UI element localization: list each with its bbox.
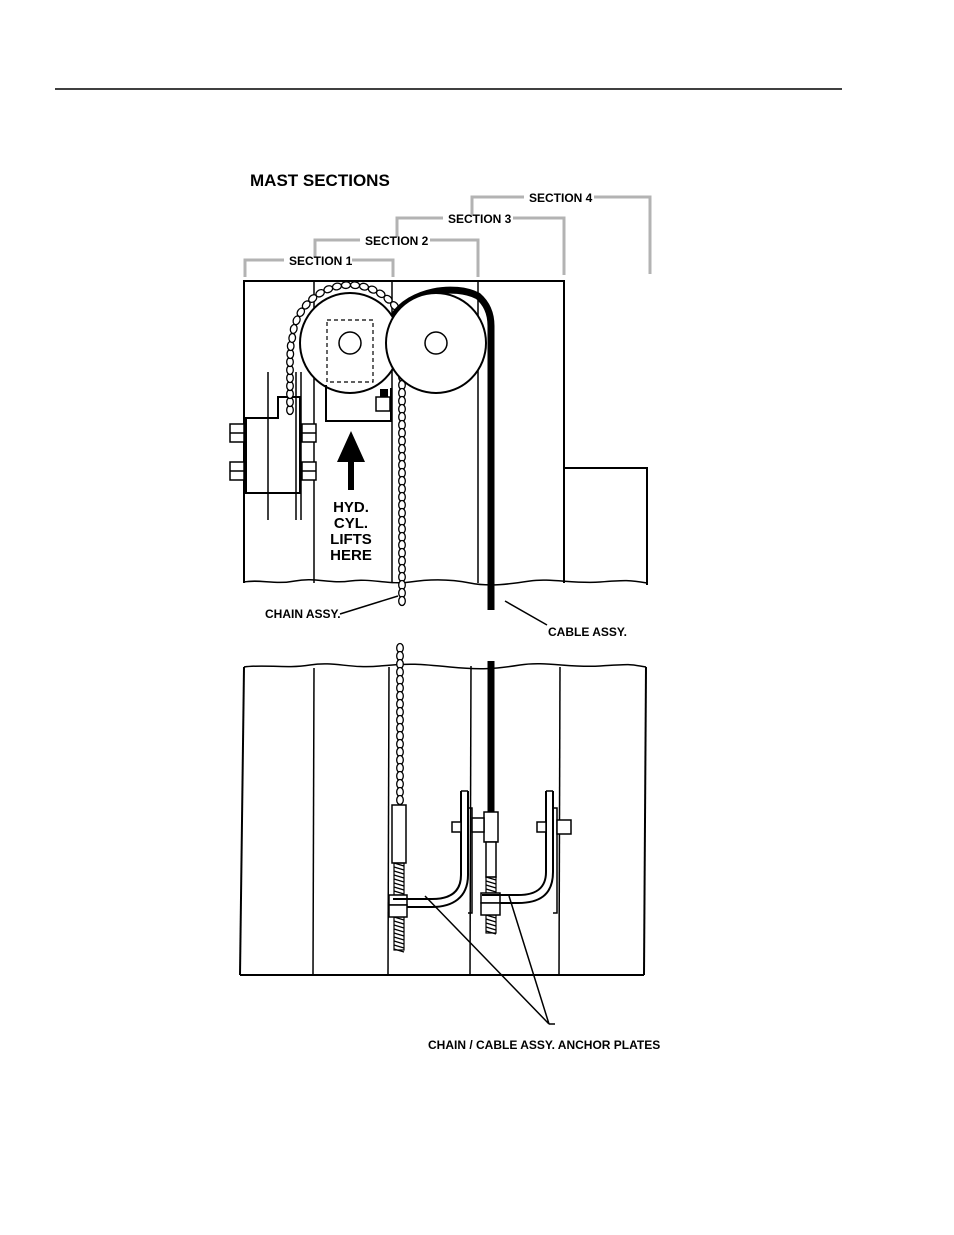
section-4-step: [564, 468, 647, 585]
cable-stud: [486, 842, 496, 877]
left-sheave-hub: [339, 332, 361, 354]
left-mount-bracket: [230, 372, 316, 520]
lift-arrow-icon: [337, 431, 365, 490]
lower-break-line: [244, 664, 646, 669]
diagram-title: MAST SECTIONS: [250, 171, 390, 190]
chain-link: [399, 597, 406, 606]
section-3-label: SECTION 3: [448, 212, 512, 226]
chain-callout-leader: [340, 596, 398, 614]
section-2-label: SECTION 2: [365, 234, 429, 248]
arrow-label-line-1: HYD.: [333, 499, 369, 516]
chain-assembly-lower: [397, 644, 404, 805]
chain-link: [359, 282, 369, 291]
nut-icon: [389, 905, 407, 917]
chain-link: [289, 333, 296, 343]
arrow-label-line-3: LIFTS: [330, 531, 372, 548]
upper-break-line: [244, 580, 647, 585]
chain-anchor-clevis: [392, 805, 406, 863]
nut-icon: [481, 903, 500, 915]
section-1-label: SECTION 1: [289, 254, 353, 268]
chain-link: [289, 324, 298, 334]
chain-link: [397, 796, 404, 805]
chain-link: [341, 282, 350, 289]
crosshead-pin: [376, 397, 390, 411]
cable-callout-leader: [505, 601, 547, 625]
section-4-bracket: [472, 197, 650, 274]
chain-link: [332, 282, 342, 290]
section-4-label: SECTION 4: [529, 191, 593, 205]
right-sheave-hub: [425, 332, 447, 354]
chain-link: [350, 282, 360, 289]
arrow-label-line-2: CYL.: [334, 515, 368, 532]
chain-callout-label: CHAIN ASSY.: [265, 607, 341, 621]
cable-callout-label: CABLE ASSY.: [548, 625, 627, 639]
cable-ferrule: [484, 812, 498, 842]
lower-assembly: [240, 644, 646, 976]
upper-assembly: HYD. CYL. LIFTS HERE: [230, 281, 647, 610]
arrow-label-line-4: HERE: [330, 547, 372, 564]
anchor-callout-label: CHAIN / CABLE ASSY. ANCHOR PLATES: [428, 1038, 660, 1052]
